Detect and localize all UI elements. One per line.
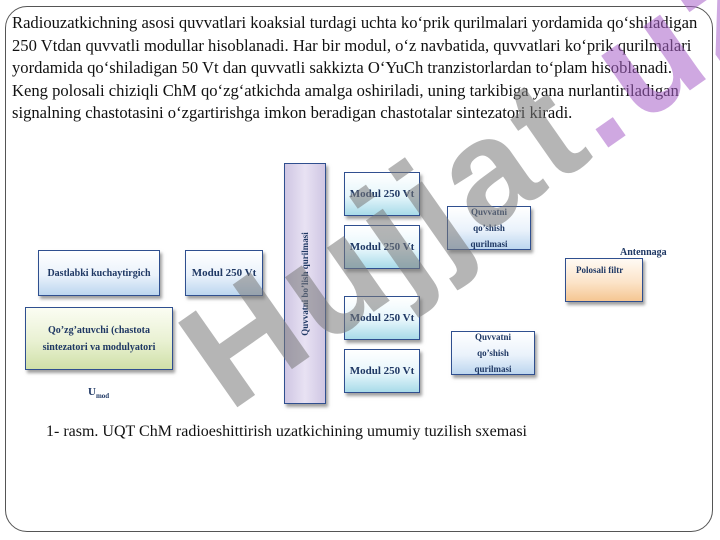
module-box-2: Modul 250 Vt [344,225,420,269]
bandpass-filter-box: Polosali filtr [565,258,643,302]
module-box-1: Modul 250 Vt [344,172,420,216]
pre-amplifier-label: Dastlabki kuchaytirgich [47,267,151,279]
module-label-4: Modul 250 Vt [349,364,415,377]
left-module-box: Modul 250 Vt [185,250,263,296]
module-box-4: Modul 250 Vt [344,349,420,393]
module-label-2: Modul 250 Vt [349,240,415,253]
power-divider-box: Quvvatni bo’lish qurilmasi [284,163,326,404]
module-label-3: Modul 250 Vt [349,311,415,324]
body-paragraph: Radiouzatkichning asosi quvvatlari koaks… [12,13,698,122]
u-mod-label: Umod [88,386,109,400]
module-box-3: Modul 250 Vt [344,296,420,340]
module-label-1: Modul 250 Vt [349,187,415,200]
antenna-label: Antennaga [620,247,667,258]
combiner-label-2: Quvvatni qo’shish qurilmasi [474,332,512,374]
exciter-label: Qo’zg’atuvchi (chastota sintezatori va m… [42,324,156,353]
figure-caption: 1- rasm. UQT ChM radioeshittirish uzatki… [46,423,527,440]
bandpass-filter-label: Polosali filtr [576,265,624,275]
combiner-box-2: Quvvatni qo’shish qurilmasi [451,331,535,375]
u-mod-main: U [88,386,96,398]
combiner-label-1: Quvvatni qo’shish qurilmasi [470,207,508,249]
exciter-box: Qo’zg’atuvchi (chastota sintezatori va m… [25,307,173,370]
pre-amplifier-box: Dastlabki kuchaytirgich [38,250,160,296]
u-mod-subscript: mod [95,392,110,401]
power-divider-label: Quvvatni bo’lish qurilmasi [300,231,310,336]
combiner-box-1: Quvvatni qo’shish qurilmasi [447,206,531,250]
left-module-label: Modul 250 Vt [191,266,257,279]
